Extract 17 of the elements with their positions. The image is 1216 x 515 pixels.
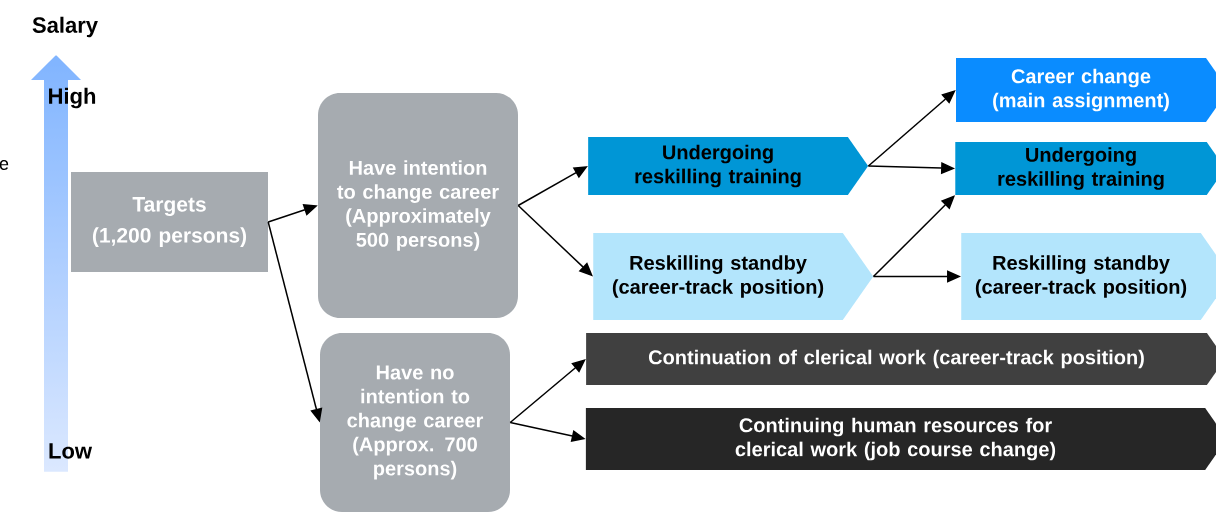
axis-label: Low [49, 443, 93, 459]
group-box: Have intention to change career (Approximately 500 persons) [318, 93, 518, 318]
text-fragment: e [0, 160, 9, 170]
status-banner: Reskilling standby (career-track position) [961, 233, 1216, 320]
arrow [509, 359, 586, 424]
status-banner: Career change (main assignment) [956, 58, 1216, 122]
status-banner: Reskilling standby (career-track position) [593, 233, 874, 320]
status-banner: Undergoing reskilling training [955, 142, 1216, 195]
target-box: Targets (1,200 persons) [71, 172, 268, 272]
arrow [867, 90, 956, 167]
group-box: Have no intention to change career (Approx. 700 persons) [320, 333, 510, 512]
axis-label: High [49, 87, 96, 109]
arrow [517, 166, 588, 207]
status-banner: Undergoing reskilling training [588, 137, 869, 195]
status-banner: Continuing human resources for clerical work (job course change) [585, 408, 1216, 470]
axis-title: Salary [32, 16, 98, 38]
status-banner: Continuation of clerical work (career-track position) [586, 333, 1216, 385]
